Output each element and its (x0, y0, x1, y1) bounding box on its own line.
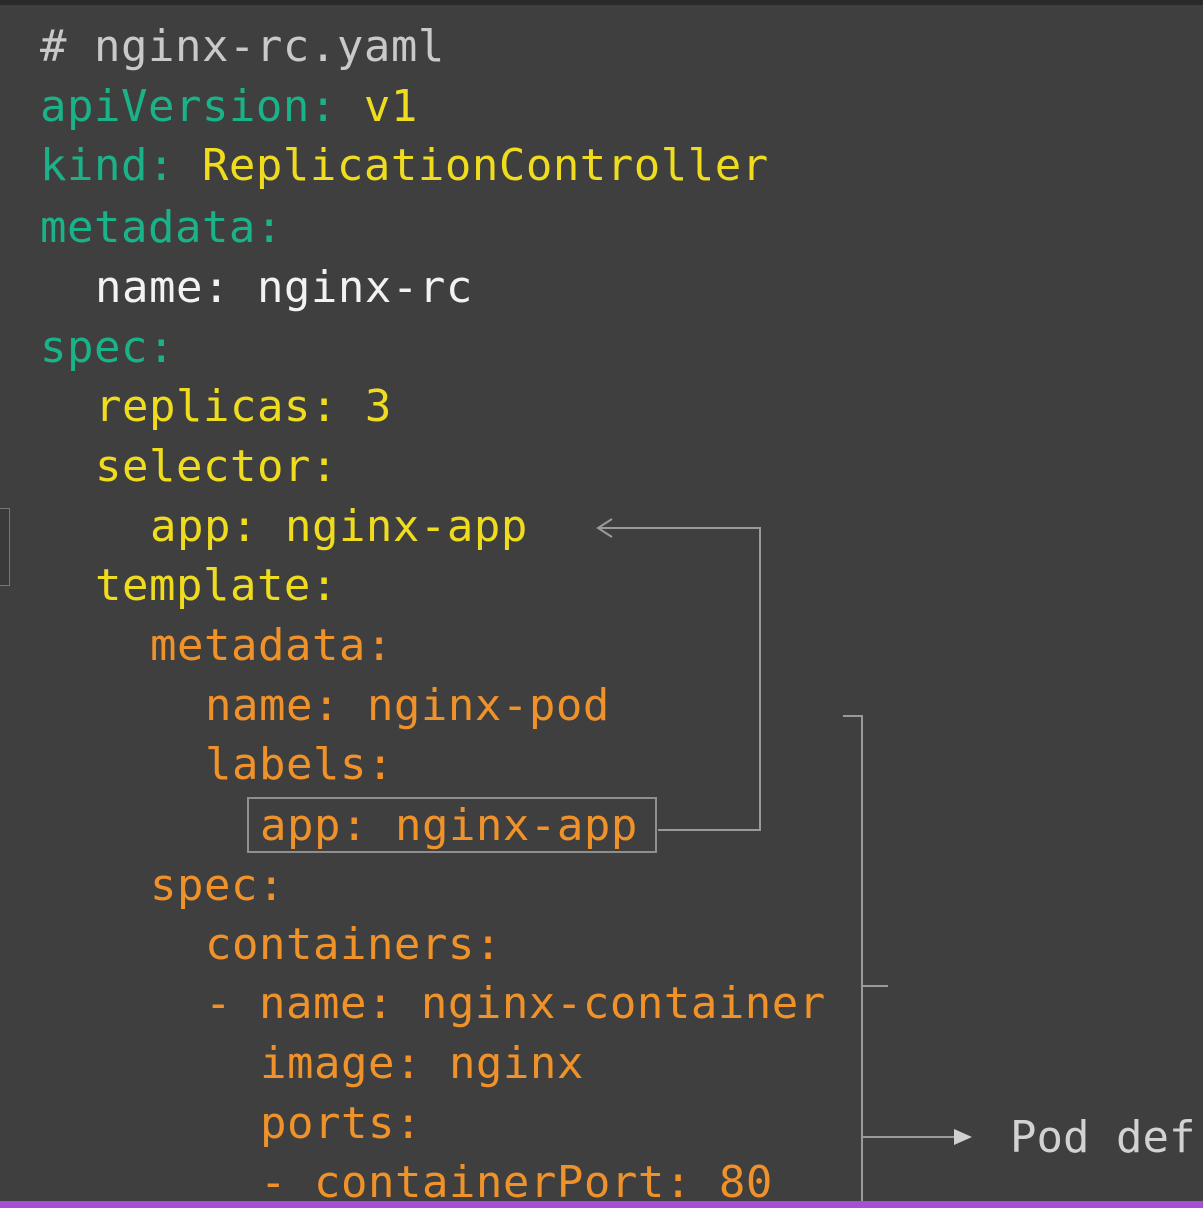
yaml-value: ReplicationController (174, 140, 769, 191)
code-line-metadata-name: name: nginx-rc (40, 258, 473, 318)
yaml-value: 3 (337, 381, 392, 432)
yaml-key: - name: (205, 978, 394, 1029)
top-border (0, 0, 1203, 5)
code-line-labels-app: app: nginx-app (40, 796, 638, 856)
yaml-key: spec: (150, 860, 285, 911)
code-line-template: template: (40, 556, 338, 616)
selector-arrowhead (596, 518, 613, 538)
bottom-accent-bar (0, 1201, 1203, 1208)
yaml-key: name: (205, 680, 340, 731)
yaml-key: metadata: (150, 620, 393, 671)
yaml-key: apiVersion: (40, 81, 337, 132)
yaml-key: labels: (205, 739, 394, 790)
code-line-metadata: metadata: (40, 198, 283, 258)
yaml-key: - containerPort: (260, 1157, 692, 1208)
pod-bracket-line (843, 715, 863, 1201)
code-line-pod-spec: spec: (40, 856, 285, 916)
code-line-labels: labels: (40, 735, 394, 795)
yaml-value: nginx-app (367, 800, 638, 851)
yaml-key: name: (95, 262, 230, 313)
code-line-selector: selector: (40, 437, 338, 497)
pod-arrowhead (954, 1129, 972, 1145)
pod-definition-label: Pod def (1010, 1112, 1196, 1163)
selector-link-line (600, 527, 761, 831)
yaml-value: nginx-rc (229, 262, 473, 313)
code-line-spec: spec: (40, 318, 175, 378)
comment-text: # nginx-rc.yaml (40, 21, 445, 72)
code-line-container-name: - name: nginx-container (40, 974, 826, 1034)
code-line-containers: containers: (40, 915, 502, 975)
code-line-kind: kind: ReplicationController (40, 136, 769, 196)
yaml-key: app: (150, 501, 258, 552)
code-line-image: image: nginx (40, 1034, 584, 1094)
yaml-value: v1 (336, 81, 418, 132)
code-line-ports: ports: (40, 1094, 422, 1154)
yaml-key: ports: (260, 1098, 422, 1149)
yaml-key: selector: (95, 441, 338, 492)
code-line-apiversion: apiVersion: v1 (40, 77, 418, 137)
left-edge-tab[interactable] (0, 508, 10, 586)
yaml-value: nginx-container (393, 978, 826, 1029)
code-line-container-port: - containerPort: 80 (40, 1153, 773, 1208)
yaml-value: nginx-pod (339, 680, 610, 731)
highlight-box (247, 797, 657, 853)
yaml-key: app: (260, 800, 368, 851)
yaml-key: metadata: (40, 202, 283, 253)
yaml-value: 80 (691, 1157, 773, 1208)
code-line-comment: # nginx-rc.yaml (40, 17, 445, 77)
code-line-template-metadata: metadata: (40, 616, 393, 676)
yaml-key: containers: (205, 919, 502, 970)
code-line-replicas: replicas: 3 (40, 377, 392, 437)
yaml-key: spec: (40, 322, 175, 373)
yaml-key: replicas: (95, 381, 338, 432)
yaml-key: kind: (40, 140, 175, 191)
yaml-key: template: (95, 560, 338, 611)
code-line-selector-app: app: nginx-app (40, 497, 528, 557)
yaml-value: nginx (421, 1038, 584, 1089)
code-line-pod-name: name: nginx-pod (40, 676, 610, 736)
yaml-value: nginx-app (257, 501, 528, 552)
yaml-key: image: (260, 1038, 422, 1089)
